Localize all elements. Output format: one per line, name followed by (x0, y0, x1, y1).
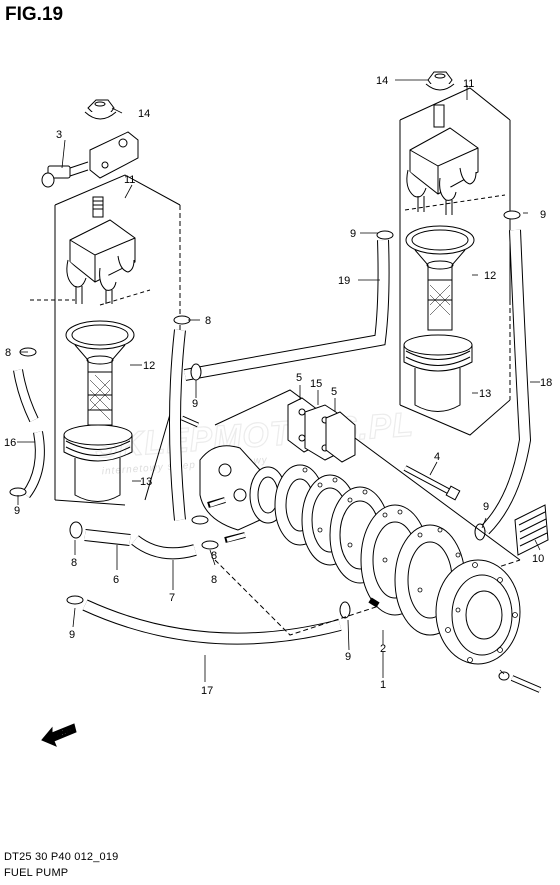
left-hoses (9, 239, 390, 645)
right-filter-assembly (376, 71, 549, 556)
callout-12: 12 (484, 270, 496, 282)
figure-title: FIG.19 (5, 4, 64, 25)
right-filter-head (404, 104, 506, 215)
callout-8: 8 (211, 550, 217, 562)
callout-6: 6 (113, 574, 119, 586)
callout-13: 13 (479, 388, 491, 400)
left-filter-assembly (9, 99, 390, 645)
callout-14: 14 (138, 108, 150, 120)
callout-3: 3 (56, 129, 62, 141)
callout-18: 18 (540, 377, 552, 389)
callout-9: 9 (483, 501, 489, 513)
callout-9: 9 (350, 228, 356, 240)
spring-part (514, 504, 549, 556)
callout-13: 13 (140, 476, 152, 488)
callout-2: 2 (380, 643, 386, 655)
callout-labels: 3 14 11 8 8 12 16 13 9 8 6 7 8 8 9 17 9 … (4, 75, 552, 697)
callout-12: 12 (143, 360, 155, 372)
callout-11: 11 (463, 78, 474, 90)
callout-9: 9 (540, 209, 546, 221)
callout-14: 14 (376, 75, 388, 87)
callout-5: 5 (296, 372, 302, 384)
forward-arrow: FWD (41, 723, 77, 747)
left-filter-bowl (63, 424, 133, 502)
screw-bottom (498, 671, 542, 693)
callout-16: 16 (4, 437, 16, 449)
callout-10: 10 (532, 553, 544, 565)
diagram-name: FUEL PUMP (4, 867, 69, 879)
diagram-code: DT25 30 P40 012_019 (4, 851, 119, 863)
callout-4: 4 (434, 451, 440, 463)
callout-11: 11 (124, 174, 135, 186)
left-filter-head (30, 196, 151, 306)
screw-4 (403, 465, 461, 501)
left-nut (84, 99, 117, 120)
callout-9: 9 (345, 651, 351, 663)
right-filter-element (405, 225, 475, 331)
callout-5: 5 (331, 386, 337, 398)
callout-17: 17 (201, 685, 213, 697)
callout-8: 8 (71, 557, 77, 569)
leader-lines (17, 79, 541, 682)
callout-8: 8 (5, 347, 11, 359)
callout-9: 9 (14, 505, 20, 517)
callout-15: 15 (310, 378, 322, 390)
callout-8: 8 (211, 574, 217, 586)
pump-body (180, 389, 542, 693)
callout-8: 8 (205, 315, 211, 327)
bolt-bracket (41, 131, 139, 188)
callout-1: 1 (380, 679, 386, 691)
callout-19: 19 (338, 275, 350, 287)
right-filter-bowl (403, 334, 473, 412)
left-filter-element (65, 320, 135, 426)
callout-7: 7 (169, 592, 175, 604)
callout-9: 9 (192, 398, 198, 410)
right-nut (425, 71, 455, 91)
callout-9: 9 (69, 629, 75, 641)
